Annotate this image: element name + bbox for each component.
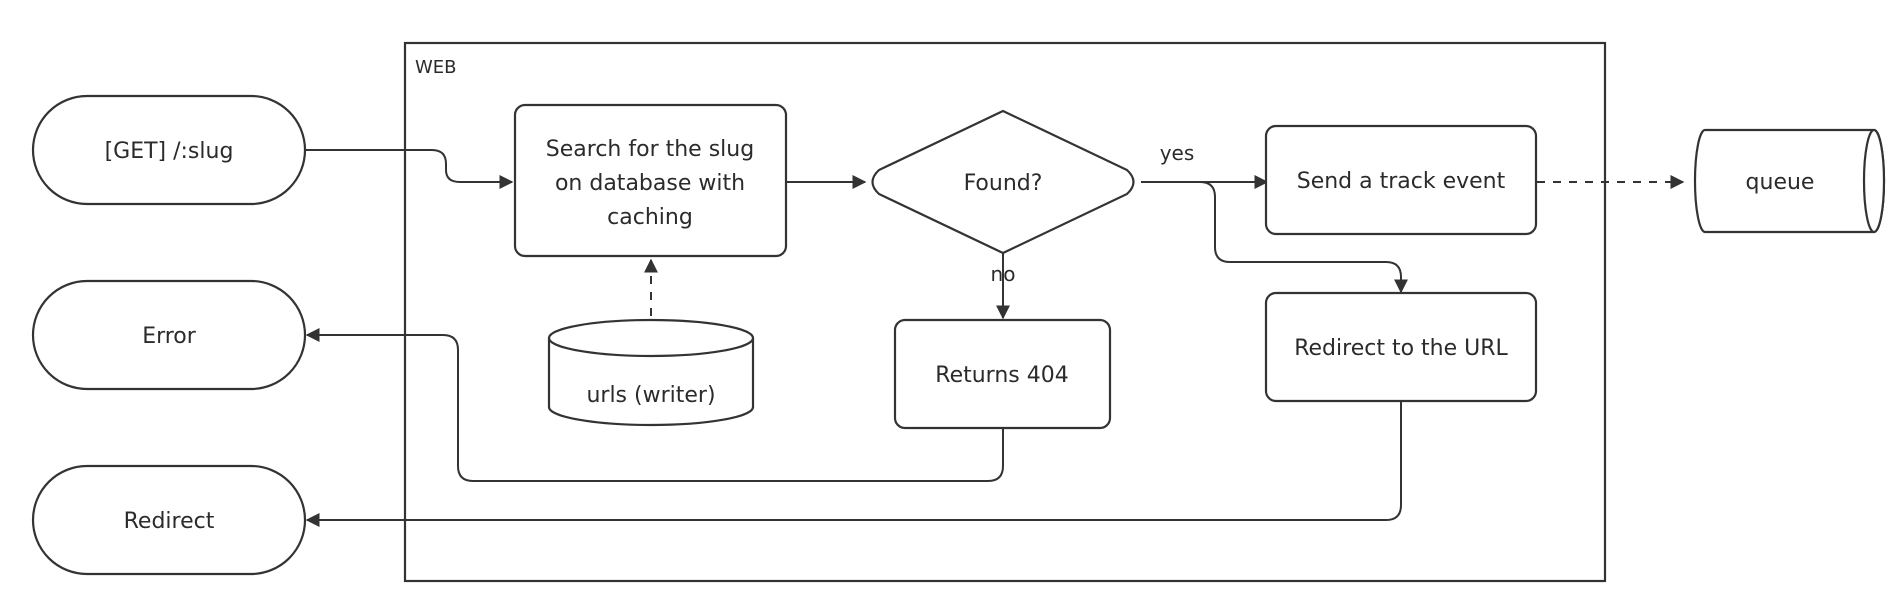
node-search-line1: Search for the slug bbox=[546, 137, 754, 162]
node-returns-404: Returns 404 bbox=[893, 318, 1112, 430]
edge-found-yes-to-redirect-url bbox=[1199, 181, 1408, 294]
node-urls-db: urls (writer) bbox=[547, 318, 755, 427]
web-group: WEB bbox=[403, 41, 1607, 583]
node-error: Error bbox=[31, 279, 307, 391]
edge-404-to-error bbox=[305, 328, 1004, 482]
node-search-slug: Search for the slug on database with cac… bbox=[513, 103, 788, 258]
node-redirect-url: Redirect to the URL bbox=[1264, 291, 1538, 403]
node-send-track-label: Send a track event bbox=[1297, 169, 1506, 194]
node-search-line2: on database with bbox=[555, 171, 745, 196]
web-group-label: WEB bbox=[415, 57, 457, 78]
node-returns-404-label: Returns 404 bbox=[935, 363, 1068, 388]
node-send-track: Send a track event bbox=[1264, 124, 1538, 236]
node-redirect-label: Redirect bbox=[124, 509, 215, 534]
node-error-label: Error bbox=[142, 324, 197, 349]
node-found-decision: Found? bbox=[871, 109, 1135, 255]
node-get-slug-label: [GET] /:slug bbox=[105, 139, 234, 164]
node-found-label: Found? bbox=[964, 171, 1043, 196]
edge-label-yes: yes bbox=[1160, 141, 1195, 165]
node-get-slug: [GET] /:slug bbox=[31, 94, 307, 206]
node-redirect-url-label: Redirect to the URL bbox=[1294, 336, 1508, 361]
edges bbox=[305, 149, 1685, 527]
edge-label-no: no bbox=[991, 262, 1016, 286]
node-search-line3: caching bbox=[607, 205, 693, 230]
node-redirect: Redirect bbox=[31, 464, 307, 576]
edge-get-to-search bbox=[305, 149, 514, 189]
edge-redirect-url-to-redirect bbox=[305, 402, 1402, 527]
node-queue: queue bbox=[1693, 128, 1886, 234]
node-queue-label: queue bbox=[1746, 170, 1815, 195]
node-urls-db-label: urls (writer) bbox=[586, 383, 715, 408]
